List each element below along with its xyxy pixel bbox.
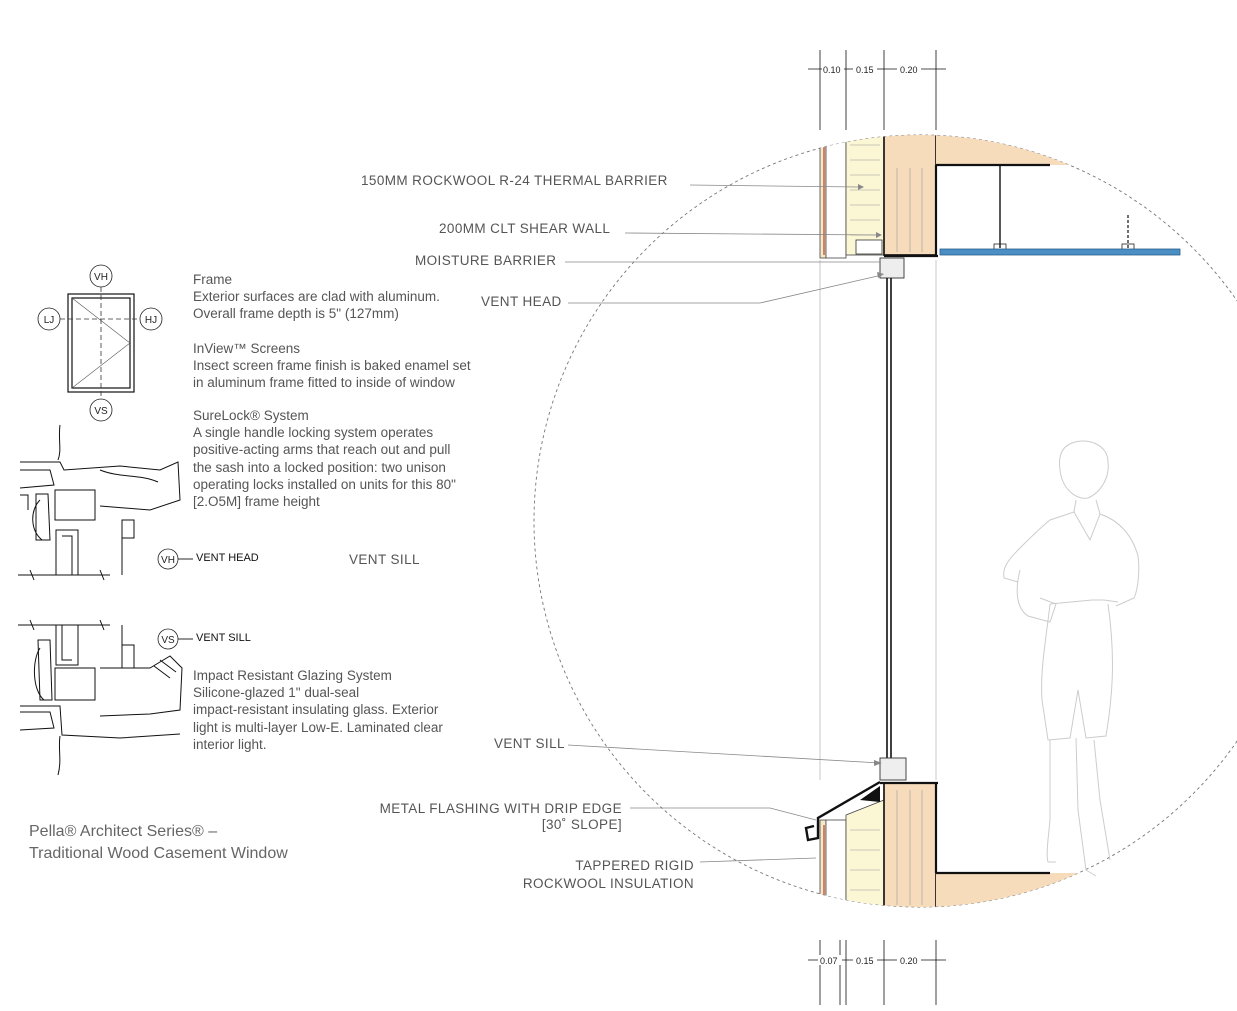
dim-bottom-3: 0.20 bbox=[900, 956, 918, 966]
note-screens-heading: InView™ Screens bbox=[193, 341, 301, 356]
note-frame-heading: Frame bbox=[193, 272, 233, 287]
vent-sill-detail bbox=[18, 619, 183, 776]
glazing-unit bbox=[886, 278, 892, 760]
key-tag-vs-label: VS bbox=[94, 406, 108, 417]
callout-flashing-line1: METAL FLASHING WITH DRIP EDGE bbox=[379, 801, 622, 816]
lower-wall-assembly bbox=[804, 757, 1136, 907]
note-surelock-heading: SureLock® System bbox=[193, 408, 309, 423]
key-tag-vh bbox=[89, 264, 113, 288]
note-glazing-line: interior light. bbox=[193, 736, 267, 752]
dim-top-3: 0.20 bbox=[900, 65, 918, 75]
note-glazing-line: light is multi-layer Low-E. Laminated cl… bbox=[193, 719, 443, 735]
vent-head-detail-label: VENT HEAD bbox=[196, 552, 259, 564]
reference-lines bbox=[819, 260, 937, 780]
note-frame-line: Overall frame depth is 5" (127mm) bbox=[193, 306, 399, 322]
key-tag-lj bbox=[37, 307, 61, 331]
note-frame-line: Exterior surfaces are clad with aluminum… bbox=[193, 289, 440, 305]
vent-head-tag-label: VH bbox=[161, 555, 175, 566]
vent-sill-detail-label: VENT SILL bbox=[196, 632, 251, 644]
bottom-dimension-string bbox=[808, 940, 946, 1005]
dim-top-2: 0.15 bbox=[856, 65, 874, 75]
key-tag-vs bbox=[89, 398, 113, 422]
dim-bottom-1: 0.07 bbox=[820, 956, 838, 966]
key-tag-hj bbox=[139, 307, 163, 331]
note-glazing-line: impact-resistant insulating glass. Exter… bbox=[193, 702, 439, 718]
note-surelock-line: [2.O5M] frame height bbox=[193, 494, 320, 510]
callout-insulation: TAPPERED RIGID ROCKWOOL INSULATION bbox=[518, 857, 694, 893]
key-tag-hj-label: HJ bbox=[145, 315, 157, 326]
ceiling-panel bbox=[939, 248, 1181, 256]
note-frame: Frame Exterior surfaces are clad with al… bbox=[193, 271, 440, 323]
dim-bottom-2: 0.15 bbox=[856, 956, 874, 966]
vent-head-detail bbox=[18, 424, 181, 581]
leader-lines bbox=[565, 184, 883, 863]
note-surelock-line: the sash into a locked position: two uni… bbox=[193, 459, 446, 475]
callout-vent-head: VENT HEAD bbox=[481, 294, 562, 309]
callout-thermal-barrier: 150MM ROCKWOOL R-24 THERMAL BARRIER bbox=[361, 173, 668, 188]
callout-moisture-barrier: MOISTURE BARRIER bbox=[415, 253, 557, 268]
note-surelock-line: positive-acting arms that reach out and … bbox=[193, 442, 451, 458]
note-surelock: SureLock® System A single handle locking… bbox=[193, 407, 456, 510]
callout-insulation-line2: ROCKWOOL INSULATION bbox=[522, 876, 694, 891]
human-scale-figure bbox=[1003, 440, 1140, 877]
tapered-rigid-insulation bbox=[845, 799, 885, 907]
note-surelock-line: operating locks installed on units for t… bbox=[193, 476, 456, 492]
key-tag-vh-label: VH bbox=[94, 272, 108, 283]
note-screens-line: Insect screen frame finish is baked enam… bbox=[193, 358, 471, 374]
note-screens-line: in aluminum frame fitted to inside of wi… bbox=[193, 375, 455, 391]
callout-vent-sill-mid: VENT SILL bbox=[349, 552, 420, 567]
key-tag-lj-label: LJ bbox=[44, 315, 55, 326]
note-glazing-line: Silicone-glazed 1" dual-seal bbox=[193, 685, 360, 701]
dim-top-1: 0.10 bbox=[823, 65, 841, 75]
vent-head-tag bbox=[157, 548, 179, 570]
vent-sill-tag bbox=[157, 628, 179, 650]
metal-flashing-drip-edge bbox=[804, 780, 881, 842]
callout-vent-sill: VENT SILL bbox=[494, 736, 565, 751]
callout-flashing-line2: [30˚ SLOPE] bbox=[541, 817, 622, 832]
note-surelock-line: A single handle locking system operates bbox=[193, 425, 434, 441]
note-glazing-heading: Impact Resistant Glazing System bbox=[193, 668, 392, 683]
note-screens: InView™ Screens Insect screen frame fini… bbox=[193, 340, 471, 392]
drawing-title: Pella® Architect Series® – Traditional W… bbox=[29, 821, 288, 865]
note-glazing: Impact Resistant Glazing System Silicone… bbox=[193, 667, 443, 753]
top-dimension-string bbox=[808, 50, 946, 130]
drawing-title-line2: Traditional Wood Casement Window bbox=[29, 845, 288, 862]
vent-sill-frame bbox=[879, 757, 907, 781]
key-plan-elevation: VH LJ HJ VS bbox=[37, 264, 163, 422]
drawing-title-line1: Pella® Architect Series® – bbox=[29, 823, 218, 840]
callout-shear-wall: 200MM CLT SHEAR WALL bbox=[439, 221, 611, 236]
callout-flashing: METAL FLASHING WITH DRIP EDGE [30˚ SLOPE… bbox=[375, 801, 622, 832]
callout-insulation-line1: TAPPERED RIGID bbox=[575, 858, 694, 873]
vent-head-frame bbox=[879, 257, 905, 279]
vent-sill-tag-label: VS bbox=[161, 635, 175, 646]
upper-wall-assembly bbox=[819, 135, 1181, 279]
